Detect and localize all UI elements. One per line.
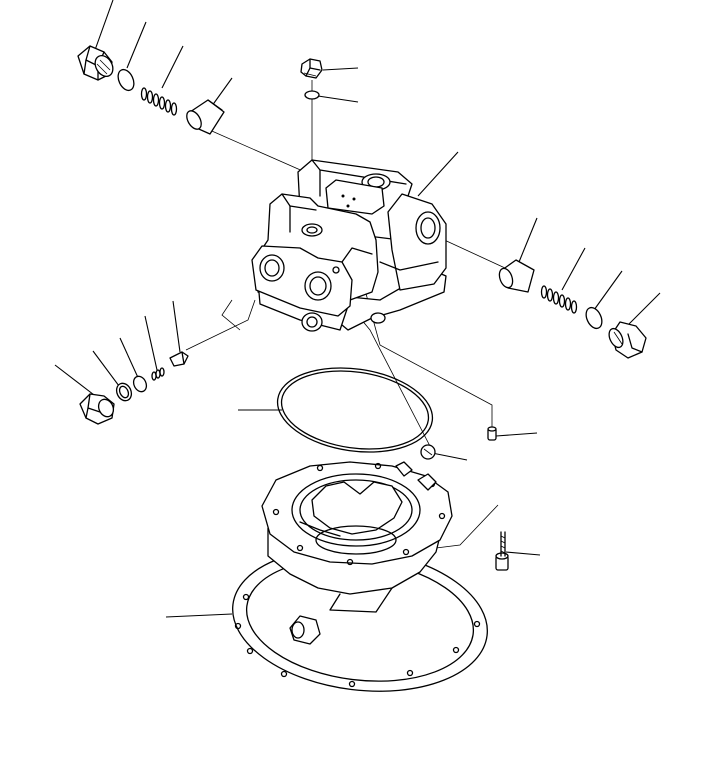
top-plug <box>300 58 323 79</box>
steel-ball <box>420 444 436 460</box>
top-o-ring <box>304 90 320 100</box>
check-plug <box>79 393 115 425</box>
dowel-pin <box>487 426 497 441</box>
spool-sleeve-left <box>186 99 225 135</box>
relief-plug-left <box>77 45 114 81</box>
o-ring-right <box>585 306 603 330</box>
valve-body <box>251 159 447 332</box>
spring-left <box>140 87 178 116</box>
relief-plug-right <box>608 321 647 359</box>
spring-right <box>540 285 578 314</box>
check-spring <box>151 367 165 381</box>
spool-sleeve-right <box>498 259 535 293</box>
cap-screw <box>495 531 509 571</box>
motor-housing <box>232 461 488 692</box>
backup-ring <box>132 375 148 393</box>
large-o-ring <box>276 367 434 453</box>
check-o-ring <box>115 382 133 402</box>
check-poppet <box>169 351 189 367</box>
o-ring-left <box>117 68 135 92</box>
